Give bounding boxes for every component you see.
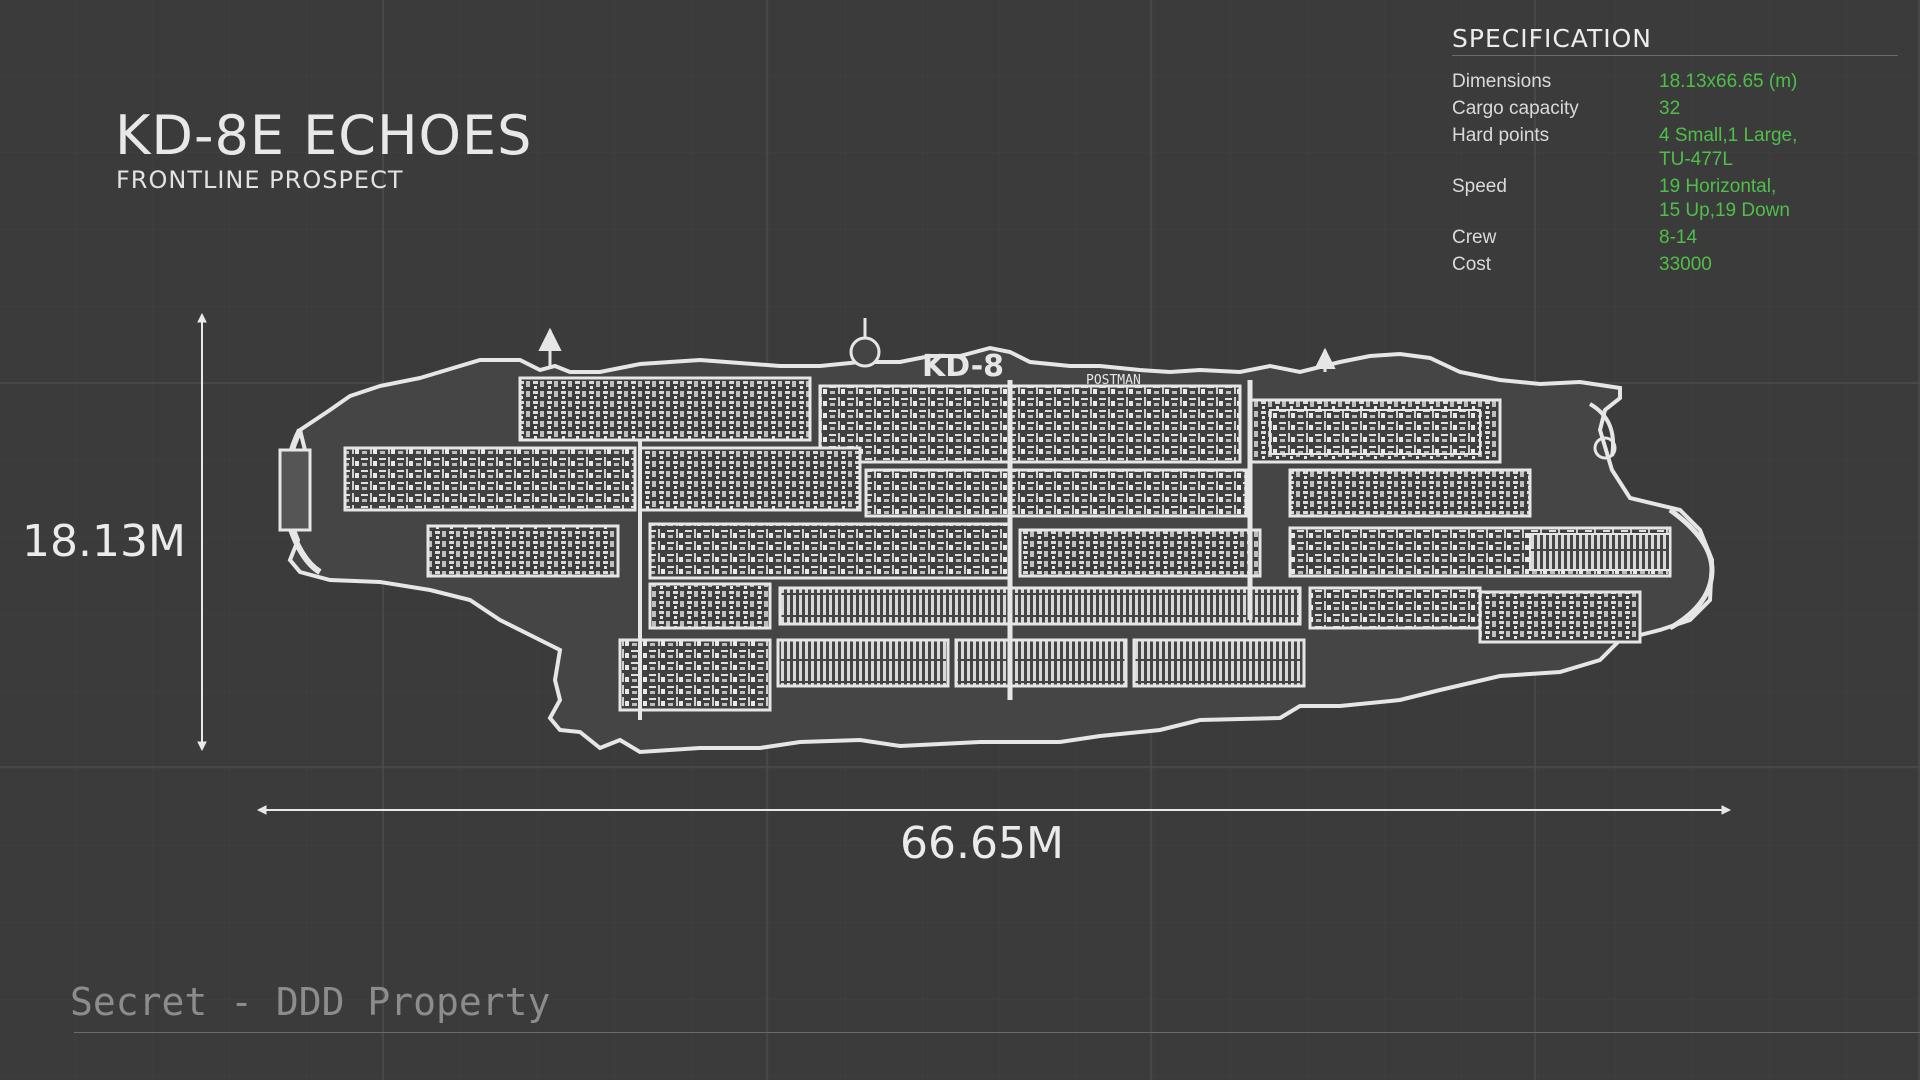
ship-hull <box>278 318 1715 755</box>
spec-label: Hard points <box>1452 125 1550 146</box>
height-dimension-arrow <box>197 312 207 752</box>
spec-value: 8-14 <box>1659 227 1698 248</box>
ship-title: KD-8E ECHOES <box>115 104 533 167</box>
footer-watermark: Secret - DDD Property <box>70 980 551 1024</box>
spec-row-hardpoints: Hard points 4 Small,1 Large, TU-477L <box>1452 124 1898 172</box>
spec-label: Dimensions <box>1452 71 1552 92</box>
spec-label: Cost <box>1452 254 1492 275</box>
spec-row-cost: Cost 33000 <box>1452 253 1898 277</box>
specification-panel: SPECIFICATION Dimensions 18.13x66.65 (m)… <box>1452 24 1898 280</box>
spec-row-speed: Speed 19 Horizontal, 15 Up,19 Down <box>1452 175 1898 223</box>
spec-label: Crew <box>1452 227 1497 248</box>
spec-label: Speed <box>1452 176 1507 197</box>
spec-value: 18.13x66.65 (m) <box>1659 71 1798 92</box>
spec-label: Cargo capacity <box>1452 98 1579 119</box>
spec-row-dimensions: Dimensions 18.13x66.65 (m) <box>1452 70 1898 94</box>
length-dimension-label: 66.65M <box>900 818 1064 869</box>
spec-value: 33000 <box>1659 254 1712 275</box>
ship-subtitle: FRONTLINE PROSPECT <box>116 166 404 194</box>
spec-row-cargo: Cargo capacity 32 <box>1452 97 1898 121</box>
spec-value: 4 Small,1 Large, TU-477L <box>1659 125 1798 170</box>
spec-row-crew: Crew 8-14 <box>1452 226 1898 250</box>
hull-marking: KD-8 <box>922 349 1004 384</box>
specification-title: SPECIFICATION <box>1452 24 1898 56</box>
spec-value: 32 <box>1659 98 1681 119</box>
height-dimension-label: 18.13M <box>22 516 186 567</box>
footer-divider <box>74 1032 1920 1033</box>
spec-value: 19 Horizontal, 15 Up,19 Down <box>1659 176 1790 221</box>
hull-name-marking: POSTMAN <box>1086 373 1141 388</box>
length-dimension-arrow <box>256 805 1732 815</box>
